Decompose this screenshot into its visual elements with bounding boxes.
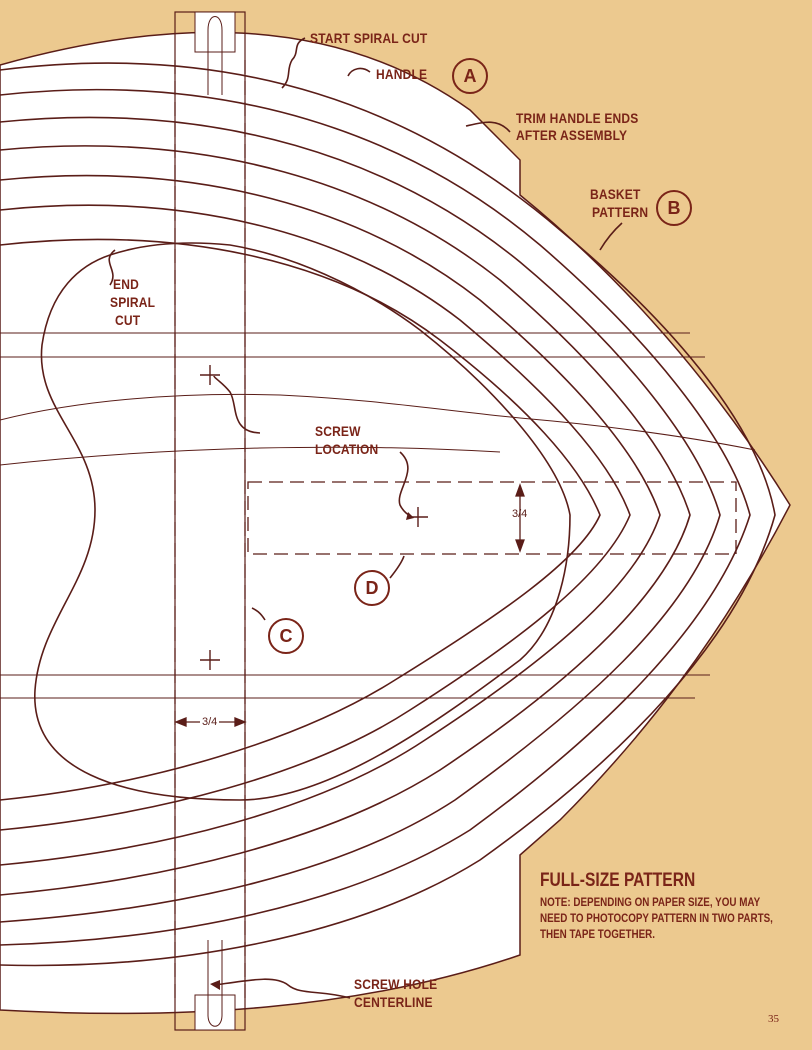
screw-hole-label-2: CENTERLINE	[354, 994, 433, 1010]
dimension-left-label: 3/4	[200, 716, 220, 728]
screw-cross-1	[200, 365, 220, 385]
end-spiral-cut-label-1: END	[113, 276, 139, 292]
screw-top	[207, 16, 223, 95]
handle-label: HANDLE	[376, 66, 428, 82]
basket-pattern-label-1: BASKET	[590, 186, 641, 202]
page-number: 35	[768, 1013, 779, 1025]
pattern-sheet	[0, 31, 791, 1015]
handle-end-bottom	[194, 994, 236, 1031]
screw-bottom	[207, 940, 223, 1027]
spiral-rings	[0, 62, 776, 967]
screw-location-label-1: SCREW	[315, 423, 361, 439]
grain-line	[0, 446, 501, 466]
callout-a: A	[452, 58, 488, 94]
grain-line	[0, 393, 756, 451]
end-spiral-cut-label-2: SPIRAL	[110, 294, 156, 310]
screw-cross-3	[200, 650, 220, 670]
full-size-pattern-title: FULL-SIZE PATTERN	[540, 870, 696, 891]
dimension-right	[515, 483, 525, 553]
callout-b: B	[656, 190, 692, 226]
full-size-pattern-note: NOTE: DEPENDING ON PAPER SIZE, YOU MAY N…	[540, 895, 773, 941]
strip-d-outline	[247, 481, 737, 555]
basket-pattern-label-2: PATTERN	[592, 204, 649, 220]
dimension-right-label: 3/4	[512, 508, 528, 520]
callout-c: C	[268, 618, 304, 654]
arrowhead	[210, 980, 220, 990]
callout-d: D	[354, 570, 390, 606]
trim-handle-ends-label-1: TRIM HANDLE ENDS	[516, 110, 639, 126]
handle-end-top	[194, 11, 236, 53]
screw-hole-label-1: SCREW HOLE	[354, 976, 438, 992]
screw-location-label-2: LOCATION	[315, 441, 379, 457]
start-spiral-cut-label: START SPIRAL CUT	[310, 30, 428, 46]
end-spiral-cut-label-3: CUT	[115, 312, 141, 328]
trim-handle-ends-label-2: AFTER ASSEMBLY	[516, 127, 628, 143]
arrowhead	[406, 512, 414, 520]
